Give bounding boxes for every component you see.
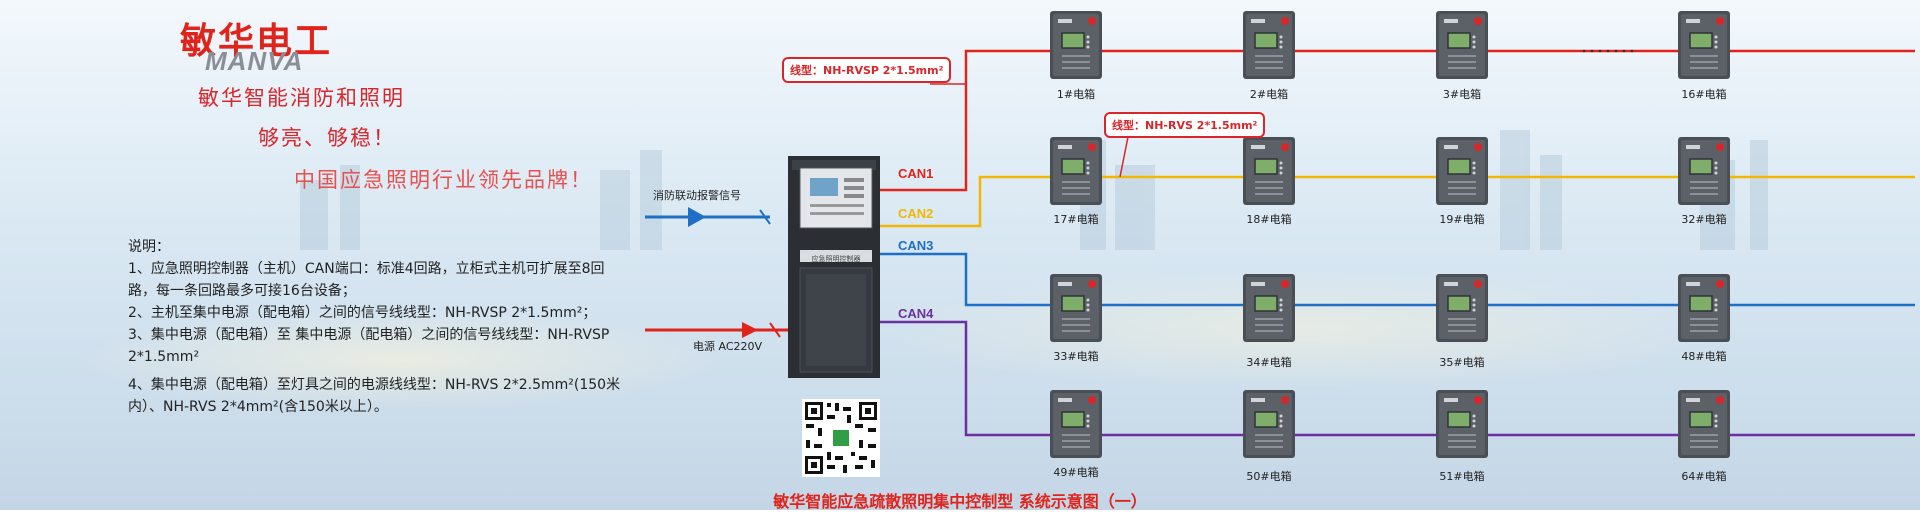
box-label: 51#电箱 — [1439, 470, 1485, 483]
can1-line — [880, 49, 1915, 192]
callout-can-line: 线型：NH-RVSP 2*1.5mm² — [782, 57, 952, 83]
box-label: 18#电箱 — [1246, 213, 1292, 226]
distribution-box — [1677, 10, 1731, 80]
qr-code — [802, 399, 880, 477]
box-label: 32#电箱 — [1681, 213, 1727, 226]
box-label: 64#电箱 — [1681, 470, 1727, 483]
can2-label: CAN2 — [898, 206, 934, 221]
box-label: 49#电箱 — [1053, 466, 1099, 479]
distribution-box — [1049, 136, 1103, 206]
brand-name-en: MANVA — [205, 46, 304, 76]
distribution-box — [1677, 273, 1731, 343]
distribution-box — [1435, 136, 1489, 206]
can3-line — [880, 252, 1915, 307]
box-label: 34#电箱 — [1246, 356, 1292, 369]
notes-item-3: 3、集中电源（配电箱）至 集中电源（配电箱）之间的信号线线型：NH-RVSP 2… — [128, 327, 610, 365]
brand-name-cn: 敏华电工 — [180, 20, 333, 62]
controller-panel-text: 应急照明控制器 — [811, 255, 861, 263]
box-label: 1#电箱 — [1056, 88, 1096, 101]
arrow-right-icon — [742, 322, 758, 338]
distribution-box — [1242, 273, 1296, 343]
distribution-box — [1242, 10, 1296, 80]
distribution-box — [1242, 136, 1296, 206]
slogan-3: 中国应急照明行业领先品牌！ — [294, 168, 593, 192]
distribution-box — [1435, 273, 1489, 343]
box-label: 50#电箱 — [1246, 470, 1292, 483]
notes-item-2: 2、主机至集中电源（配电箱）之间的信号线线型：NH-RVSP 2*1.5mm²； — [128, 305, 597, 321]
box-label: 16#电箱 — [1681, 88, 1727, 101]
can4-line — [880, 320, 1915, 437]
box-label: 19#电箱 — [1439, 213, 1485, 226]
distribution-box — [1049, 10, 1103, 80]
distribution-box — [1049, 273, 1103, 343]
box-label: 33#电箱 — [1053, 350, 1099, 363]
diagram-title: 敏华智能应急疏散照明集中控制型 系统示意图（一） — [773, 492, 1147, 511]
callout-box-line: 线型：NH-RVS 2*1.5mm² — [1104, 112, 1266, 138]
box-label: 48#电箱 — [1681, 350, 1727, 363]
distribution-box — [1242, 389, 1296, 459]
can1-label: CAN1 — [898, 166, 934, 181]
power-label: 电源 AC220V — [693, 340, 763, 353]
controller-cabinet — [788, 156, 880, 378]
can4-label: CAN4 — [898, 306, 934, 321]
box-label: 35#电箱 — [1439, 356, 1485, 369]
can3-label: CAN3 — [898, 238, 934, 253]
box-label: 2#电箱 — [1249, 88, 1289, 101]
fire-signal-label: 消防联动报警信号 — [653, 189, 741, 202]
slogan-1: 敏华智能消防和照明 — [198, 86, 405, 110]
box-label: 17#电箱 — [1053, 213, 1099, 226]
distribution-box — [1677, 136, 1731, 206]
distribution-box — [1435, 389, 1489, 459]
notes-item-4: 4、集中电源（配电箱）至灯具之间的电源线线型：NH-RVS 2*2.5mm²(1… — [128, 377, 621, 415]
notes-heading: 说明： — [128, 239, 170, 255]
box-label: 3#电箱 — [1442, 88, 1482, 101]
can2-line — [880, 175, 1915, 228]
distribution-box — [1677, 389, 1731, 459]
notes-block: 说明： 1、应急照明控制器（主机）CAN端口：标准4回路，立柜式主机可扩展至8回… — [128, 236, 628, 418]
distribution-box — [1049, 389, 1103, 459]
arrow-right-icon — [688, 207, 706, 227]
notes-item-1: 1、应急照明控制器（主机）CAN端口：标准4回路，立柜式主机可扩展至8回路，每一… — [128, 261, 605, 299]
distribution-box — [1435, 10, 1489, 80]
slogan-2: 够亮、够稳！ — [258, 126, 396, 150]
